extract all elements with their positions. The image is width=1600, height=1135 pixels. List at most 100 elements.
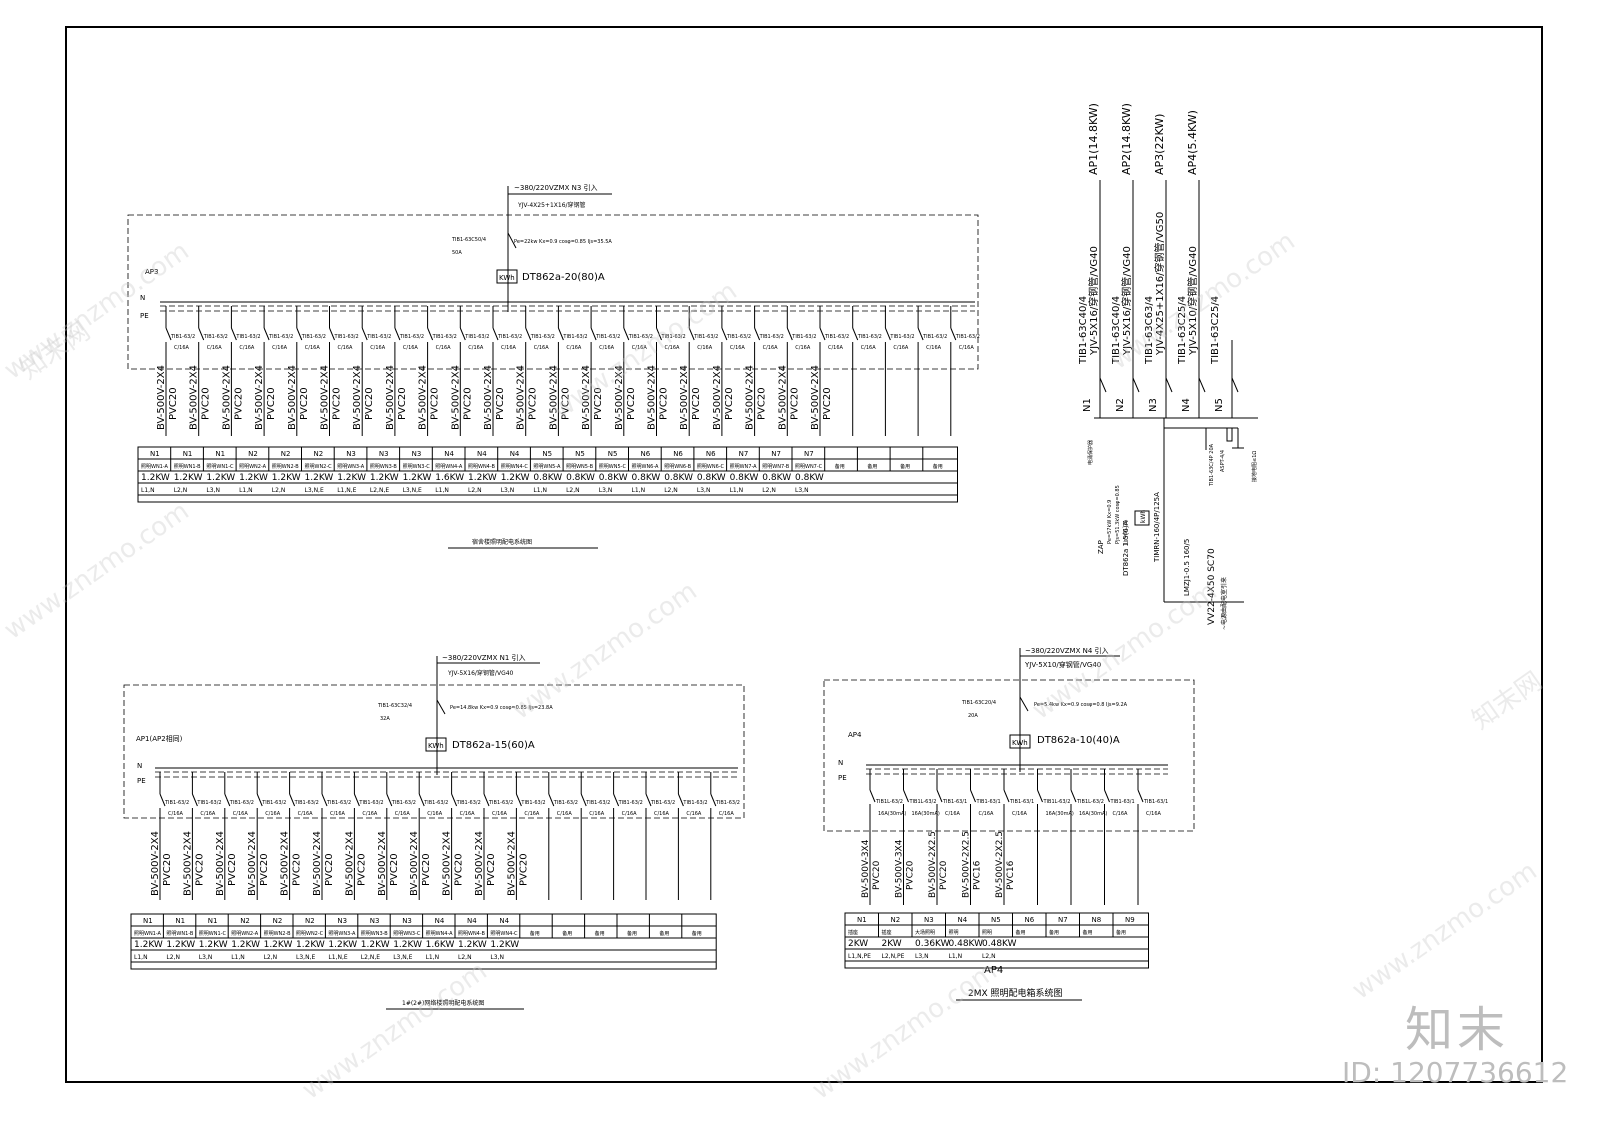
ap4-breaker-rating: C/16A xyxy=(979,811,995,817)
ap1-supply-label: ~380/220VZMX N1 引入 xyxy=(442,653,526,662)
ap3-cell: 照明WN4-C xyxy=(501,464,529,470)
zap-meter-box xyxy=(1134,510,1150,526)
ap3-cell: L3,N xyxy=(599,487,613,494)
ap4-cell: 0.48KW xyxy=(949,939,984,949)
ap1-cell: L3,N xyxy=(199,954,213,961)
ap3-cell: 1.2KW xyxy=(305,473,334,483)
ap3-cell: N3 xyxy=(412,450,422,458)
ap3-cell: L3,N xyxy=(206,487,220,494)
watermark-site-3: www.znzmo.com xyxy=(1105,226,1301,376)
ap1-breaker-model: TIB1-63/2 xyxy=(618,800,643,806)
ap3-wire-spec: BV-500V-2X4 xyxy=(450,365,461,430)
ap3-wire-spec: BV-500V-2X4 xyxy=(189,365,200,430)
ap1-meter: DT862a-15(60)A xyxy=(452,740,535,751)
ap3-breaker-symbol xyxy=(329,327,335,341)
ap4-breaker-model: TIB1-63/1 xyxy=(1143,799,1168,805)
ap1-cell: 1.6KW xyxy=(426,940,455,950)
ap3-breaker-symbol xyxy=(590,327,597,341)
ap3-supply-label: ~380/220VZMX N3 引入 xyxy=(514,183,598,192)
ap4-cell: N5 xyxy=(991,916,1001,924)
ap4-table-caption: AP4 xyxy=(984,965,1003,976)
ap4-cable-label: YJV-5X10/穿钢管/VG40 xyxy=(1024,660,1101,669)
ap1-breaker-symbol xyxy=(321,793,328,807)
ap1-cell: 1.2KW xyxy=(361,940,390,950)
ap3-breaker-model: TIB1-63/2 xyxy=(857,334,882,340)
ap3-name: AP3 xyxy=(145,268,158,276)
ap1-breaker-symbol xyxy=(159,793,166,807)
ap4-cell: N9 xyxy=(1125,916,1135,924)
watermark-layer: www.znzmo.com www.znzmo.com www.znzmo.co… xyxy=(0,226,1548,1106)
ap4-wire-spec: BV-500V-2X2.5 xyxy=(962,831,972,898)
ap4-main-breaker-symbol xyxy=(1019,696,1029,712)
zap-surge-arrester xyxy=(1226,427,1233,442)
ap1-cell: 1.2KW xyxy=(166,940,195,950)
ap3-cell: 1.2KW xyxy=(468,473,497,483)
ap3-breaker-model: TIB1-63/2 xyxy=(595,334,620,340)
ap4-meter-box xyxy=(1009,734,1031,749)
ap1-breaker-rating: C/16A xyxy=(168,811,184,817)
ap3-cell: N6 xyxy=(673,450,683,458)
ap3-breaker-rating: C/16A xyxy=(893,345,909,351)
ap1-cell: N4 xyxy=(467,917,477,925)
ap3-cell: 1.2KW xyxy=(141,473,170,483)
ap4-breaker-model: TIB1-63/1 xyxy=(1110,799,1135,805)
ap4-breaker-symbol xyxy=(1104,789,1110,803)
ap3-breaker-model: TIB1-63/2 xyxy=(759,334,784,340)
zap-feeder-circuit: N4 xyxy=(1181,398,1192,412)
ap1-breaker-model: TIB1-63/2 xyxy=(391,800,416,806)
ap3-breaker-model: TIB1-63/2 xyxy=(432,334,457,340)
ap1-cell: 照明WN2-B xyxy=(264,931,291,937)
ap3-wire-spec: BV-500V-2X4 xyxy=(516,365,527,430)
ap1-wire-spec: BV-500V-2X4 xyxy=(506,831,517,896)
ap1-bus-n-label: N xyxy=(137,762,142,770)
ap4-breaker-rating: C/16A xyxy=(945,811,961,817)
ap1-wire-spec: BV-500V-2X4 xyxy=(409,831,420,896)
ap3-wire-conduit: PVC20 xyxy=(397,387,408,420)
ap1-cell: 1.2KW xyxy=(393,940,422,950)
ap3-breaker-symbol xyxy=(230,327,237,341)
ap1-breaker-model: TIB1-63/2 xyxy=(326,800,351,806)
ap1-spare-cell: 备用 xyxy=(530,930,540,937)
ap3-wire-conduit: PVC20 xyxy=(233,387,244,420)
ap3-cell: 0.8KW xyxy=(762,473,791,483)
zap-feeder-breaker-symbol xyxy=(1099,377,1107,393)
ap3-cell: 1.2KW xyxy=(239,473,268,483)
ap3-meter: DT862a-20(80)A xyxy=(522,272,605,283)
ap3-cell: 1.6KW xyxy=(435,473,464,483)
ap1-cell: N4 xyxy=(435,917,445,925)
ap3-breaker-symbol xyxy=(492,327,499,341)
ap1-breaker-symbol xyxy=(191,793,198,807)
ap3-breaker-symbol xyxy=(525,327,532,341)
ap3-breaker-model: TIB1-63/2 xyxy=(235,334,260,340)
ap4-supply-label: ~380/220VZMX N4 引入 xyxy=(1025,646,1109,655)
ap3-breaker-symbol xyxy=(852,327,859,341)
zap-feeder-breaker: TIB1-63C25/4 xyxy=(1177,296,1188,365)
ap3-circuit-table: N1照明WN1-A1.2KWL1,NN1照明WN1-B1.2KWL2,NN1照明… xyxy=(137,446,958,503)
ap3-breaker-symbol xyxy=(721,327,728,341)
ap1-wire-spec: BV-500V-2X4 xyxy=(280,831,291,896)
ap1-cell: N1 xyxy=(175,917,185,925)
ap3-breaker-symbol xyxy=(394,327,401,341)
ap3-breaker-rating: C/16A xyxy=(926,345,942,351)
ap4-breaker-symbol xyxy=(970,789,976,803)
ap1-wire-spec: BV-500V-2X4 xyxy=(344,831,355,896)
ap1-breaker-symbol xyxy=(386,793,393,807)
ap3-wire-conduit: PVC20 xyxy=(168,387,179,420)
ap3-cell: 0.8KW xyxy=(566,473,595,483)
ap4-wire-spec: BV-500V-2X2.5 xyxy=(928,831,938,898)
ap3-breaker-rating: C/16A xyxy=(468,345,484,351)
ap3-cell: L1,N xyxy=(435,487,449,494)
ap3-breaker-model: TIB1-63/2 xyxy=(301,334,326,340)
ap1-breaker-symbol xyxy=(289,793,296,807)
ap1-breaker-model: TIB1-63/2 xyxy=(164,800,189,806)
ap1-breaker-model: TIB1-63/2 xyxy=(520,800,545,806)
ap4-breaker-rating: 16A(30mA) xyxy=(878,811,906,817)
zap-feeder-cable: YJV-5X16/穿钢管/VG40 xyxy=(1120,246,1133,356)
ap3-wire-conduit: PVC20 xyxy=(332,387,343,420)
ap3-breaker-symbol xyxy=(819,327,826,341)
ap3-wire-conduit: PVC20 xyxy=(691,387,702,420)
zap-feeder-load: AP2(14.8KW) xyxy=(1120,103,1133,175)
ap3-cell: N4 xyxy=(477,450,487,458)
